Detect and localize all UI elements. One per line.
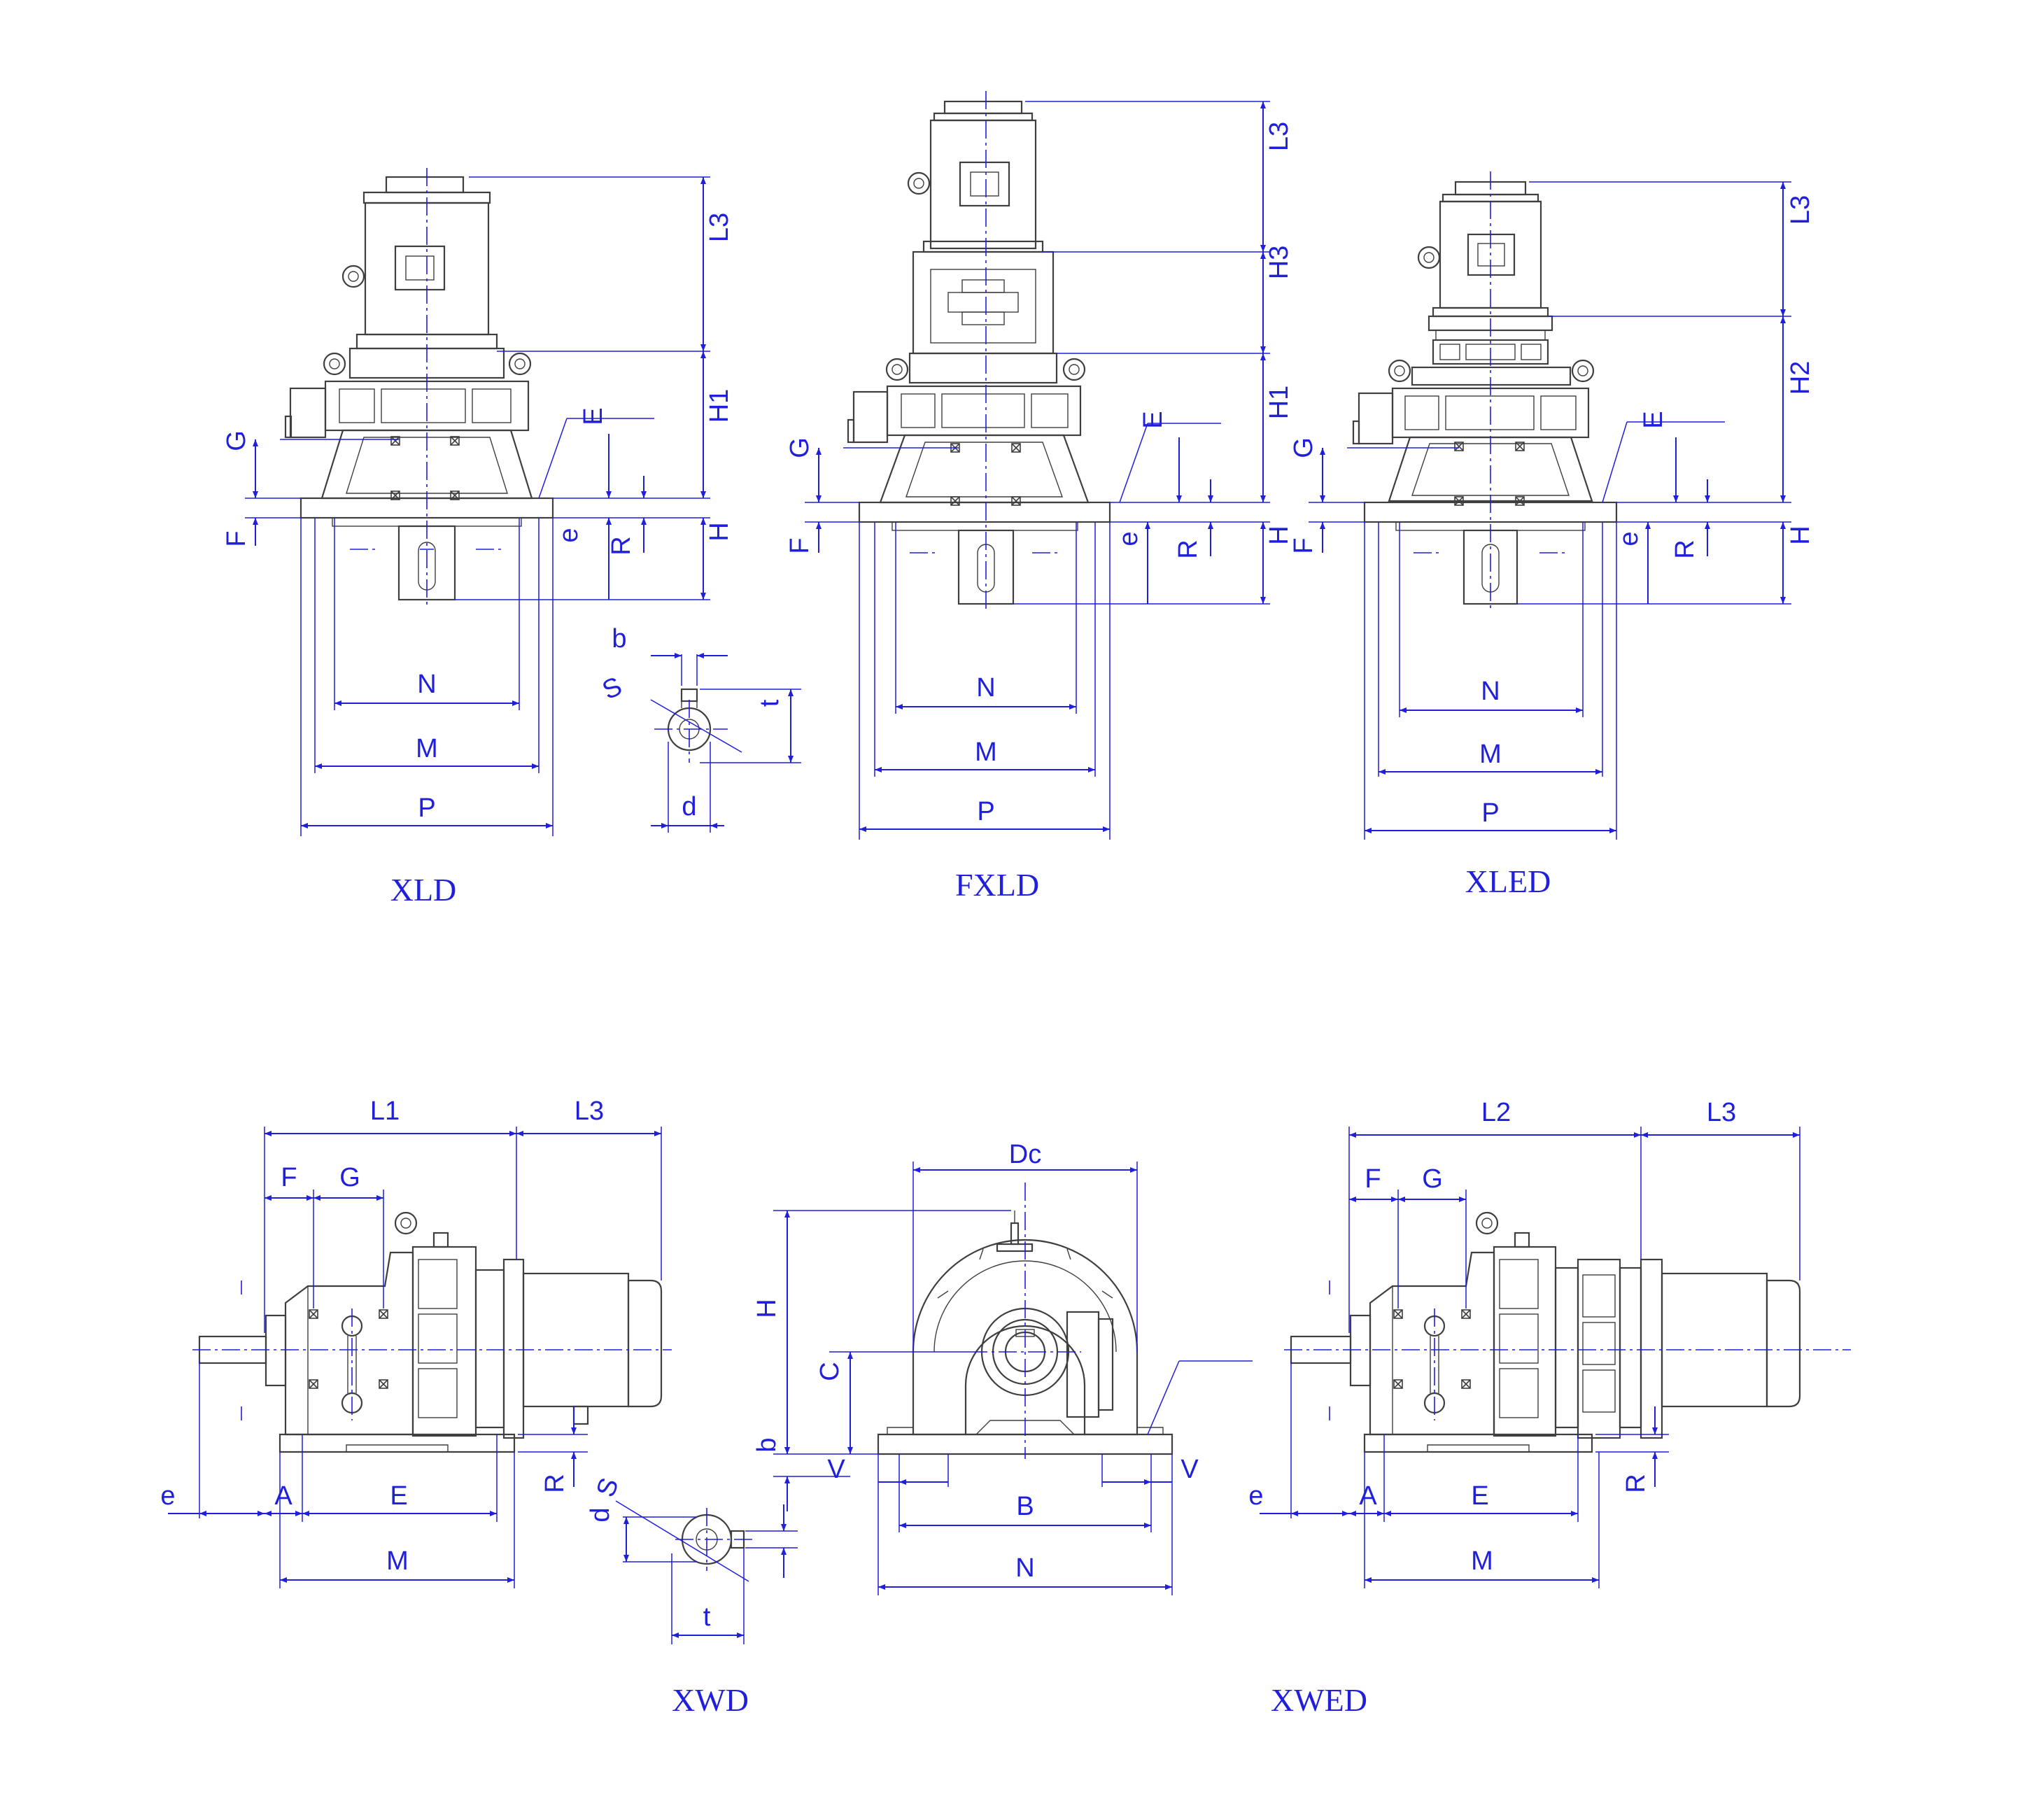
xwed-dim-r: R	[1621, 1474, 1651, 1493]
xwd-dim-a: A	[274, 1481, 292, 1511]
fxld-view: L3 H3 H1 H G F E e R N M P FXLD	[785, 91, 1294, 903]
shaft-top-dim-d: d	[682, 792, 696, 821]
xled-dim-p: P	[1481, 798, 1499, 828]
xld-dim-m: M	[416, 734, 438, 763]
fxld-dim-h3: H3	[1264, 246, 1294, 280]
shaft-top-dim-b: b	[612, 624, 626, 654]
xled-dim-l3: L3	[1786, 195, 1815, 225]
front-dim-b-span: B	[1016, 1492, 1034, 1521]
xld-view: L3 H1 H G F E e R N M P XLD	[222, 168, 734, 908]
front-dim-h: H	[752, 1299, 782, 1318]
xld-dimensions	[245, 176, 710, 836]
xled-dim-n: N	[1481, 677, 1500, 706]
fxld-caption: FXLD	[955, 867, 1039, 903]
xwd-dim-r: R	[540, 1474, 570, 1493]
xwd-dim-e-span: E	[390, 1481, 407, 1511]
front-dim-b: b	[752, 1437, 782, 1452]
xwed-view: L2 L3 F G e A E R M XWED	[1248, 1098, 1851, 1718]
shaft-bottom-dim-s: S	[591, 1474, 625, 1501]
xwd-dim-f: F	[281, 1163, 297, 1192]
fxld-dim-e-upper: E	[1139, 411, 1168, 428]
fxld-motor	[907, 100, 1044, 253]
xld-dim-l3: L3	[705, 213, 734, 242]
xled-caption: XLED	[1465, 863, 1551, 899]
front-dim-v-left: V	[827, 1455, 845, 1484]
xwed-dim-g: G	[1422, 1164, 1443, 1194]
fxld-dim-n: N	[976, 673, 995, 703]
fxld-dim-e-lower: e	[1114, 531, 1143, 546]
xwed-dim-l2: L2	[1481, 1098, 1511, 1127]
fxld-dim-r: R	[1173, 539, 1203, 558]
xld-dim-h1: H1	[705, 389, 734, 423]
xld-dim-h: H	[705, 522, 734, 541]
xwed-caption: XWED	[1271, 1682, 1367, 1718]
shaft-end-detail-top: b S t d	[598, 624, 801, 833]
xld-housing	[284, 347, 554, 601]
fxld-dim-p: P	[977, 797, 994, 826]
xld-dim-r: R	[607, 536, 636, 555]
xwd-dim-e: e	[160, 1481, 175, 1511]
xwed-dimensions	[1260, 1127, 1800, 1588]
xled-dim-e-upper: E	[1639, 411, 1668, 428]
xled-housing	[1352, 315, 1618, 605]
xled-dim-m: M	[1479, 740, 1502, 769]
xled-dim-g: G	[1289, 437, 1318, 458]
shaft-bottom-dim-t: t	[703, 1602, 711, 1632]
fxld-housing	[847, 352, 1111, 605]
xld-dim-g: G	[222, 430, 251, 451]
xld-dim-e-upper: E	[579, 407, 608, 425]
xled-dim-e-lower: e	[1614, 531, 1644, 546]
front-dimensions	[773, 1162, 1253, 1595]
fxld-dim-h: H	[1264, 525, 1294, 544]
front-dim-dc: Dc	[1009, 1140, 1041, 1169]
shaft-end-detail-bottom: S d t	[586, 1474, 798, 1644]
xwd-dimensions	[168, 1127, 662, 1588]
fxld-dimensions	[805, 101, 1270, 840]
shaft-bottom-dim-d: d	[586, 1507, 615, 1522]
xled-dim-r: R	[1670, 539, 1700, 558]
xwed-dim-a: A	[1359, 1481, 1377, 1511]
xwed-dim-e: e	[1248, 1481, 1263, 1511]
xled-dim-h: H	[1786, 525, 1815, 544]
fxld-dim-m: M	[975, 738, 997, 767]
xwed-dim-m: M	[1471, 1546, 1493, 1576]
xwd-dim-l1: L1	[370, 1096, 400, 1126]
xld-caption: XLD	[390, 872, 457, 908]
shaft-top-dim-t: t	[755, 699, 784, 707]
xwd-dim-l3: L3	[575, 1096, 604, 1126]
xld-dim-n: N	[417, 670, 436, 699]
xld-dim-f: F	[222, 530, 251, 546]
xled-motor	[1417, 181, 1549, 318]
xwd-view: L1 L3 F G e A E R M XWD	[160, 1096, 749, 1718]
xwd-body	[198, 1211, 663, 1453]
xwed-body	[1290, 1211, 1801, 1453]
xld-motor	[341, 176, 498, 350]
xwd-dim-m: M	[386, 1546, 409, 1576]
xwed-dim-e-span: E	[1471, 1481, 1488, 1511]
xld-dim-p: P	[418, 793, 435, 823]
fxld-dim-g: G	[785, 437, 815, 458]
xwd-dim-g: G	[339, 1163, 360, 1192]
shaft-top-dim-s: S	[598, 672, 627, 706]
xld-dim-e-lower: e	[554, 528, 584, 542]
front-dim-v-right: V	[1180, 1455, 1199, 1484]
xwed-dim-f: F	[1365, 1164, 1381, 1194]
front-dim-n: N	[1015, 1553, 1034, 1583]
xwd-caption: XWD	[672, 1682, 749, 1718]
xled-dim-f: F	[1289, 537, 1318, 553]
fxld-dim-l3: L3	[1264, 122, 1294, 151]
xled-dimensions	[1309, 181, 1791, 840]
fxld-coupling-housing	[912, 251, 1055, 355]
fxld-dim-f: F	[785, 537, 815, 553]
fxld-dim-h1: H1	[1264, 386, 1294, 420]
front-view: Dc H C b V V B N	[752, 1140, 1253, 1595]
xled-dim-h2: H2	[1786, 361, 1815, 395]
xled-view: L3 H2 H G F E e R N M P XLED	[1289, 171, 1815, 899]
front-dim-c: C	[815, 1362, 845, 1381]
xwed-dim-l3: L3	[1707, 1098, 1736, 1127]
